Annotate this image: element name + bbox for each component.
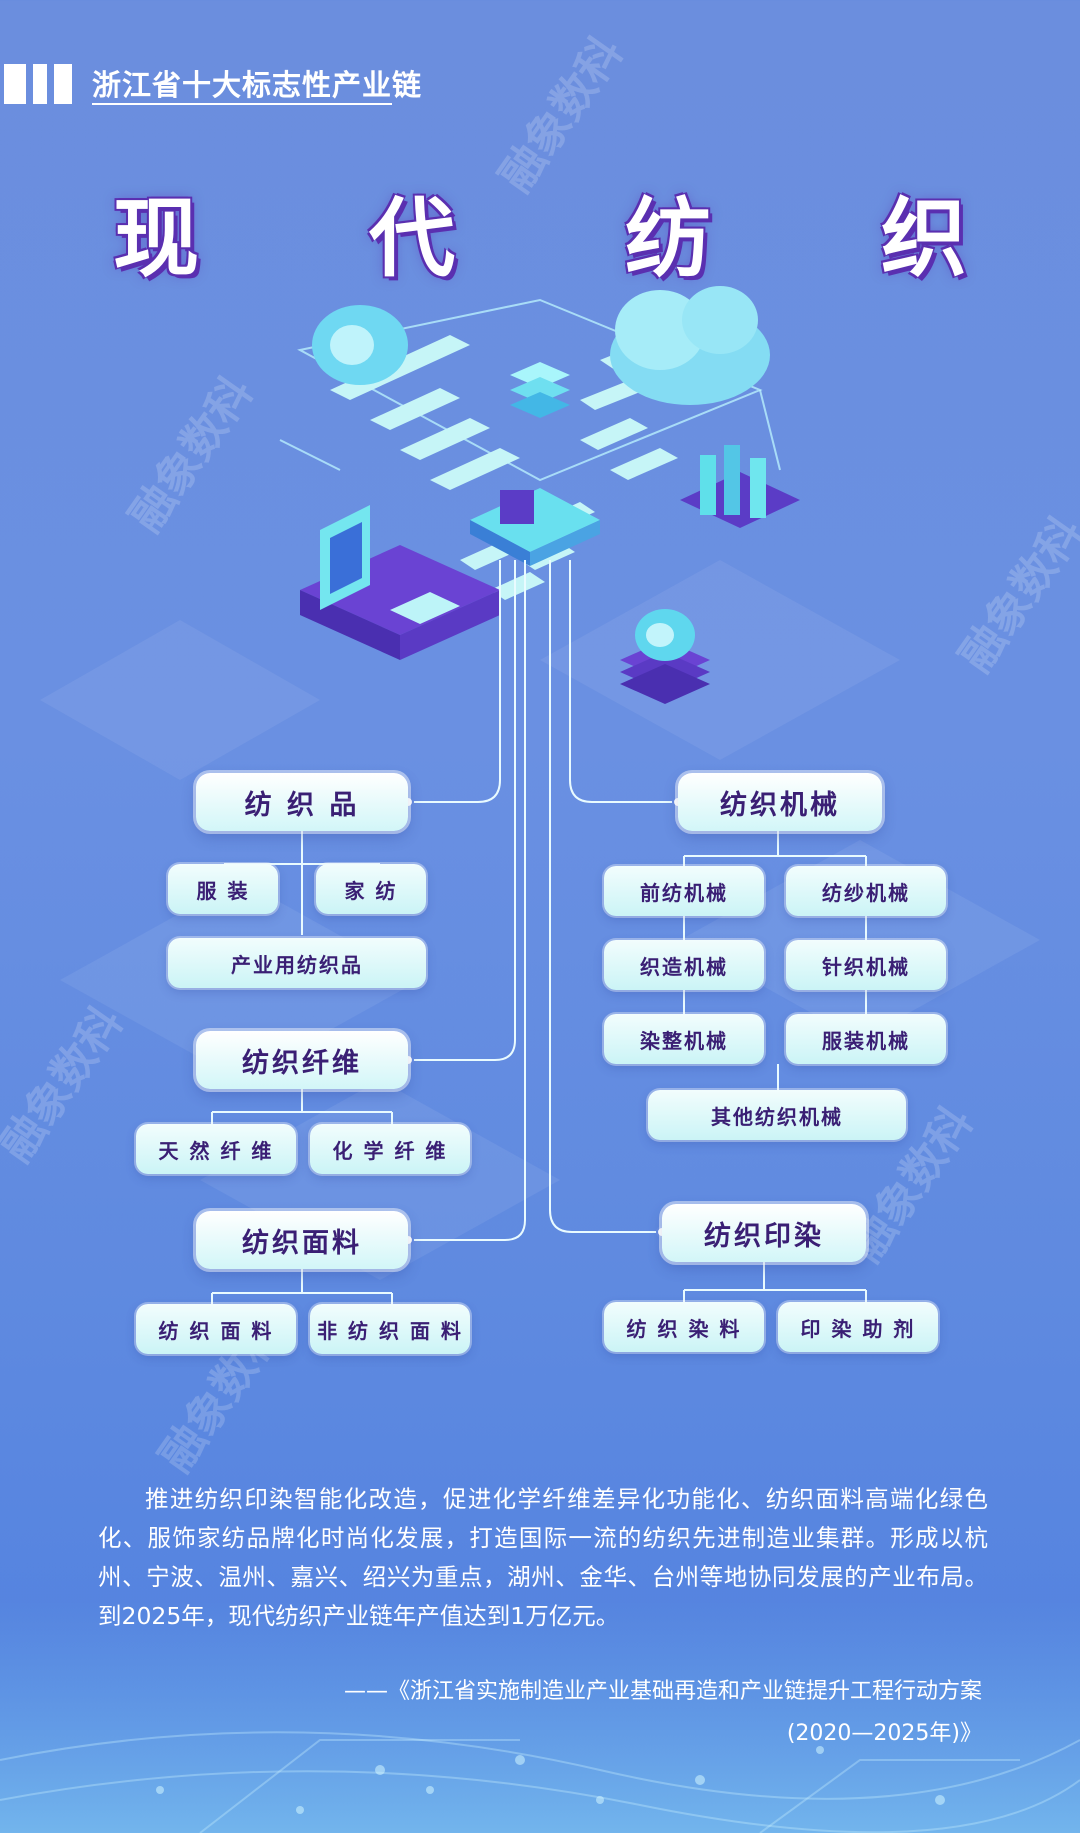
series-label: 浙江省十大标志性产业链	[92, 68, 423, 102]
category-textile-machinery: 纺织机械	[678, 773, 882, 831]
item-dyeing-auxiliaries: 印 染 助 剂	[778, 1302, 938, 1352]
item-spinning-machinery: 纺纱机械	[786, 866, 946, 916]
item-textile-dyes: 纺 织 染 料	[604, 1302, 764, 1352]
item-natural-fiber: 天 然 纤 维	[136, 1124, 296, 1174]
isometric-platform-illustration	[279, 286, 800, 704]
category-textile-fabric: 纺织面料	[196, 1211, 408, 1269]
item-nonwoven-fabric: 非 纺 织 面 料	[310, 1304, 470, 1354]
category-textiles: 纺 织 品	[196, 773, 408, 831]
item-knitting-machinery: 针织机械	[786, 940, 946, 990]
source-citation-line1: ——《浙江省实施制造业产业基础再造和产业链提升工程行动方案	[343, 1679, 982, 1704]
category-textile-fiber: 纺织纤维	[196, 1031, 408, 1089]
item-apparel: 服 装	[168, 864, 278, 914]
item-other-textile-machinery: 其他纺织机械	[648, 1090, 906, 1140]
item-chemical-fiber: 化 学 纤 维	[310, 1124, 470, 1174]
header-bars-icon	[0, 64, 80, 104]
tree-connectors	[211, 560, 867, 1304]
page-title: 现 代 纺 织	[113, 189, 1037, 289]
item-pre-spinning-machinery: 前纺机械	[604, 866, 764, 916]
item-industrial-textiles: 产业用纺织品	[168, 938, 426, 988]
category-textile-dyeing: 纺织印染	[662, 1204, 866, 1262]
item-weaving-machinery: 织造机械	[604, 940, 764, 990]
item-dyeing-finishing-machinery: 染整机械	[604, 1014, 764, 1064]
item-garment-machinery: 服装机械	[786, 1014, 946, 1064]
header-underline	[92, 103, 392, 105]
item-home-textiles: 家 纺	[316, 864, 426, 914]
item-woven-fabric: 纺 织 面 料	[136, 1304, 296, 1354]
description-paragraph: 推进纺织印染智能化改造，促进化学纤维差异化功能化、纺织面料高端化绿色化、服饰家纺…	[98, 1485, 988, 1630]
source-citation-line2: (2020—2025年)》	[786, 1721, 982, 1746]
